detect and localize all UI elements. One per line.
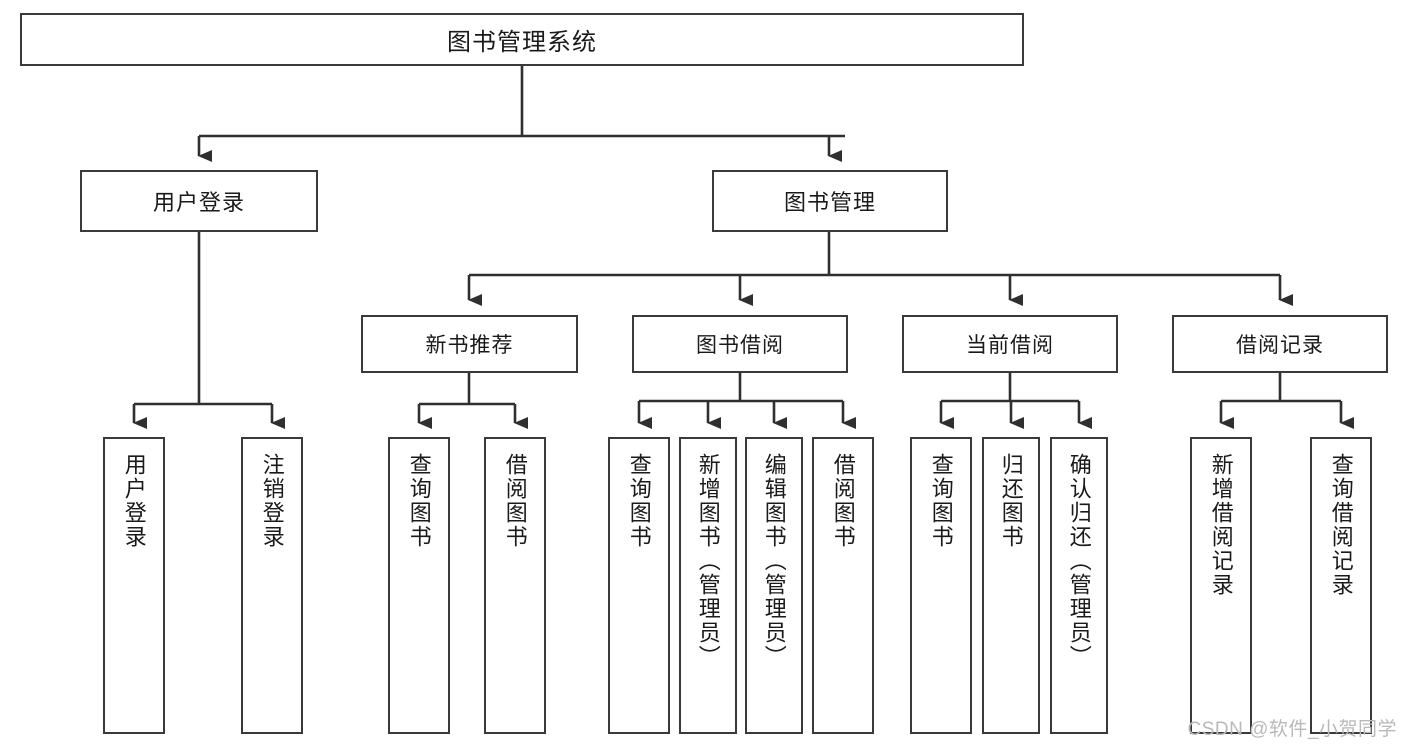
leaf-node-label: 借阅图书 xyxy=(502,453,528,549)
leaf-node[interactable]: 新增图书（管理员） xyxy=(679,437,737,734)
node-root-label: 图书管理系统 xyxy=(447,29,597,56)
leaf-node-label: 查询图书 xyxy=(626,453,652,549)
leaf-node[interactable]: 确认归还（管理员） xyxy=(1050,437,1108,734)
node-borrow-record[interactable]: 借阅记录 xyxy=(1172,315,1388,373)
leaf-node-label: 查询图书 xyxy=(928,453,954,549)
leaf-node[interactable]: 归还图书 xyxy=(982,437,1040,734)
node-book-borrow[interactable]: 图书借阅 xyxy=(632,315,848,373)
node-book-management-label: 图书管理 xyxy=(783,190,876,215)
leaf-node[interactable]: 新增借阅记录 xyxy=(1190,437,1252,734)
leaf-node-label: 归还图书 xyxy=(998,453,1024,549)
leaf-node[interactable]: 注销登录 xyxy=(241,437,303,734)
leaf-node-label: 查询借阅记录 xyxy=(1328,453,1354,597)
leaf-node[interactable]: 借阅图书 xyxy=(484,437,546,734)
leaf-node-label: 查询图书 xyxy=(406,453,432,549)
node-new-book-recommend-label: 新书推荐 xyxy=(425,334,514,357)
leaf-node-label: 借阅图书 xyxy=(830,453,856,549)
node-borrow-record-label: 借阅记录 xyxy=(1236,334,1324,357)
leaf-node-label: 新增图书（管理员） xyxy=(695,453,721,669)
leaf-node[interactable]: 查询图书 xyxy=(388,437,450,734)
node-book-management[interactable]: 图书管理 xyxy=(712,170,948,232)
watermark: CSDN @软件_小贺同学 xyxy=(1187,719,1397,740)
leaf-node-label: 新增借阅记录 xyxy=(1208,453,1234,597)
leaf-node[interactable]: 查询图书 xyxy=(608,437,670,734)
node-book-borrow-label: 图书借阅 xyxy=(696,334,784,357)
leaf-node-label: 注销登录 xyxy=(259,453,285,549)
node-current-borrow-label: 当前借阅 xyxy=(966,334,1054,357)
leaf-node[interactable]: 查询图书 xyxy=(910,437,972,734)
leaf-node[interactable]: 借阅图书 xyxy=(812,437,874,734)
node-root[interactable]: 图书管理系统 xyxy=(20,13,1024,66)
leaf-node-label: 确认归还（管理员） xyxy=(1066,453,1092,669)
node-user-login-label: 用户登录 xyxy=(152,190,245,215)
leaf-node-label: 用户登录 xyxy=(121,453,147,549)
node-new-book-recommend[interactable]: 新书推荐 xyxy=(361,315,578,373)
leaf-node[interactable]: 编辑图书（管理员） xyxy=(745,437,803,734)
node-current-borrow[interactable]: 当前借阅 xyxy=(902,315,1118,373)
node-user-login[interactable]: 用户登录 xyxy=(80,170,318,232)
leaf-node-label: 编辑图书（管理员） xyxy=(761,453,787,669)
leaf-node[interactable]: 用户登录 xyxy=(103,437,165,734)
leaf-node[interactable]: 查询借阅记录 xyxy=(1310,437,1372,734)
